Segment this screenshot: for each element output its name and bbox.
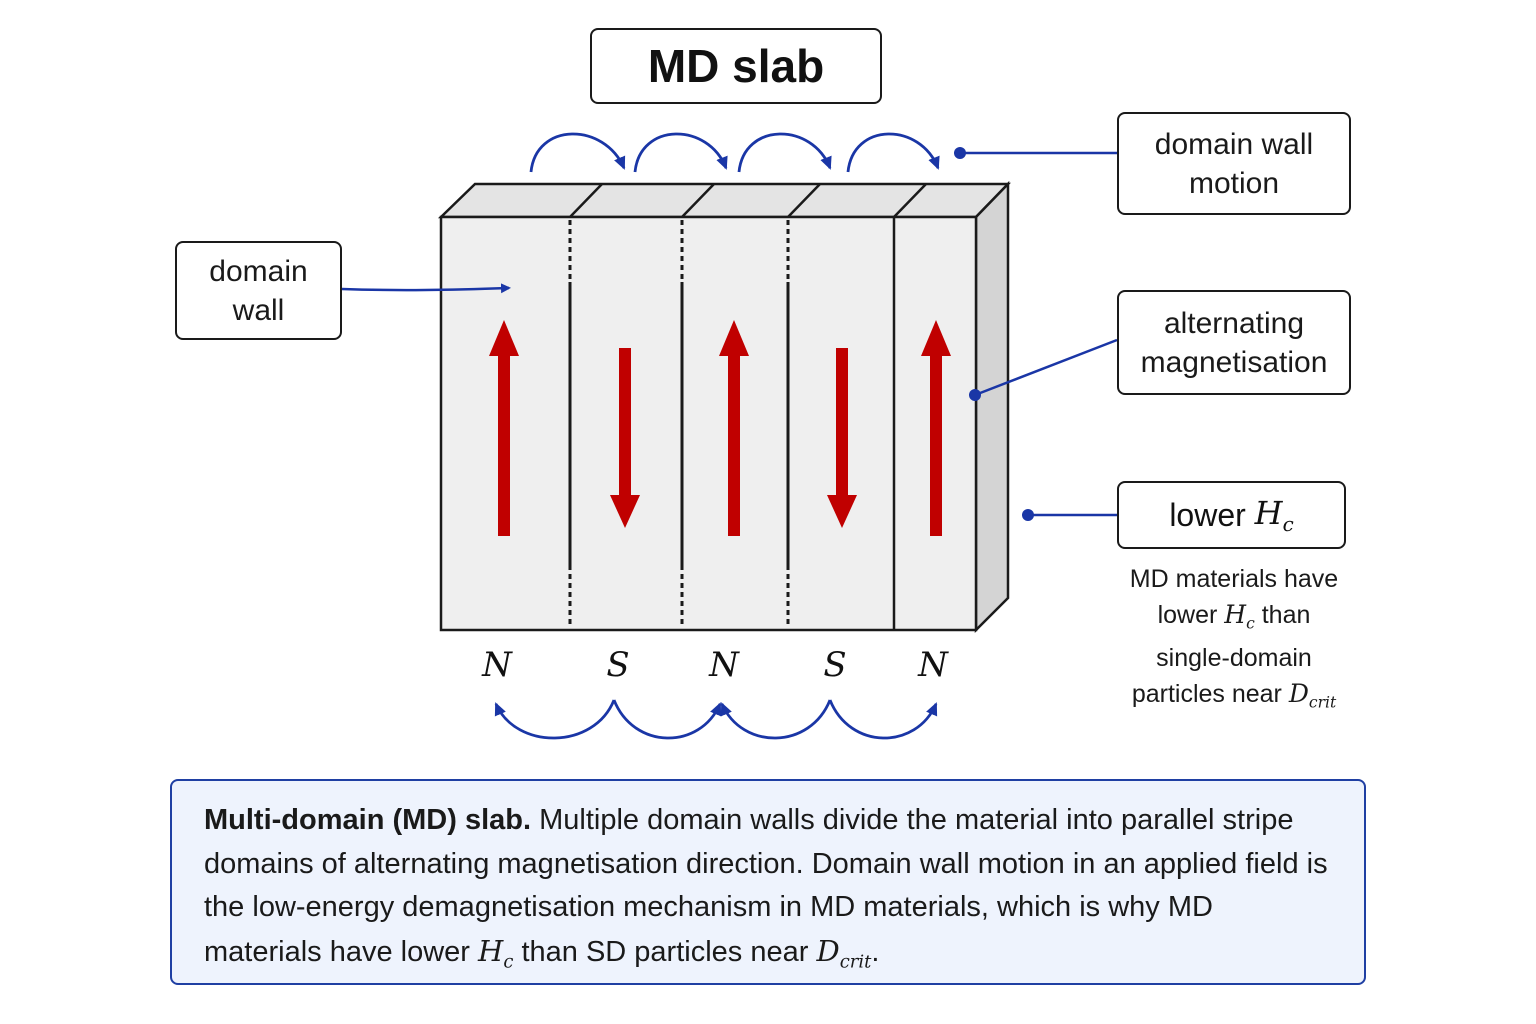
pole-label: N <box>917 645 949 685</box>
pole-label: N <box>708 645 740 685</box>
slab-front-face <box>439 215 978 632</box>
title-box: MD slab <box>590 28 882 104</box>
slab-side-face <box>974 180 1010 634</box>
note-line: particles near Dcrit <box>1131 679 1337 712</box>
up-arrow <box>489 320 519 536</box>
lower-hc-note: MD materials have lower Hc than single-d… <box>1105 562 1363 721</box>
page-title: MD slab <box>647 40 825 92</box>
motion-arc <box>633 132 728 173</box>
motion-arc <box>846 132 940 173</box>
domain-wall-label-line: wall <box>232 293 285 327</box>
motion-arc <box>737 132 832 173</box>
figure-caption: Multi-domain (MD) slab. Multiple domain … <box>170 779 1366 985</box>
domain-wall-motion-arcs <box>529 132 940 173</box>
leader-dot <box>954 147 966 159</box>
magnetisation-arrows <box>489 320 951 536</box>
domain-wall-motion-label-line: motion <box>1188 166 1280 200</box>
hc-symbol: Hc <box>1254 494 1294 536</box>
lower-hc-label-box: lower Hc <box>1117 481 1346 549</box>
note-line: MD materials have <box>1129 565 1339 593</box>
down-arrow <box>827 348 857 528</box>
slab <box>437 180 1011 634</box>
pole-label: S <box>823 645 846 685</box>
domain-wall-label-line: domain <box>209 254 308 288</box>
domain-wall-label-box: domain wall <box>175 241 342 340</box>
wall-top-edge <box>893 183 927 218</box>
caption-text: Multiple domain walls divide the materia… <box>204 804 1328 968</box>
caption-title: Multi-domain (MD) slab. <box>204 804 532 836</box>
note-line: lower Hc than <box>1157 600 1311 633</box>
alternating-magnetisation-label-line: magnetisation <box>1140 345 1328 379</box>
domain-wall-motion-label-box: domain wall motion <box>1117 112 1351 215</box>
leader-lines <box>341 151 1118 517</box>
pole-labels: N S N S N <box>481 645 949 685</box>
up-arrow <box>921 320 951 536</box>
domain-wall-motion-label-line: domain wall <box>1154 127 1314 161</box>
field-arc <box>612 699 722 740</box>
pole-label: S <box>606 645 629 685</box>
alternating-magnetisation-label-line: alternating <box>1163 306 1305 340</box>
field-arc <box>828 699 938 740</box>
up-arrow <box>719 320 749 536</box>
leader-dot <box>1022 509 1034 521</box>
slab-top-face <box>437 182 1011 219</box>
alternating-magnetisation-leader <box>974 338 1118 397</box>
domain-wall-leader <box>341 283 511 294</box>
pole-label: N <box>481 645 513 685</box>
field-arc <box>720 699 832 740</box>
caption-text-2: than SD particles near <box>521 935 809 968</box>
caption-hc-symbol: Hc <box>478 933 514 972</box>
alternating-magnetisation-label-box: alternating magnetisation <box>1117 290 1351 395</box>
wall-top-edge <box>681 183 715 218</box>
note-line: single-domain <box>1156 644 1312 673</box>
leader-dot <box>969 389 981 401</box>
lower-hc-label-text: lower <box>1169 496 1246 533</box>
caption-dcrit-symbol: Dcrit <box>816 933 872 972</box>
field-arcs <box>494 699 938 740</box>
motion-arc <box>529 132 626 173</box>
wall-top-edge <box>569 183 603 218</box>
down-arrow <box>610 348 640 528</box>
wall-top-edge <box>787 183 821 218</box>
field-arc <box>494 699 616 740</box>
